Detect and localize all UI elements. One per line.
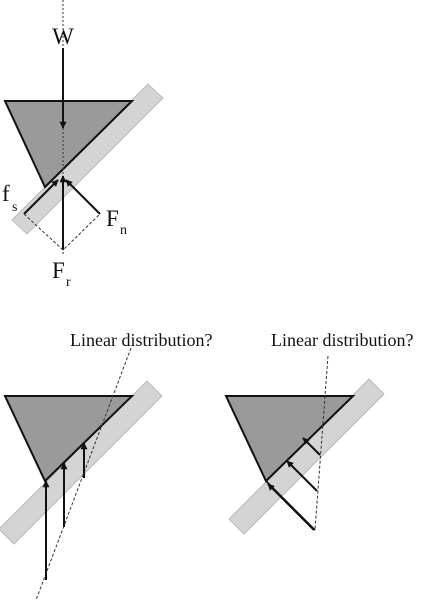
bottom-right-diagram: Linear distribution? bbox=[224, 330, 413, 535]
normal-force-arrow bbox=[65, 179, 101, 215]
friction-label-subscript: s bbox=[12, 200, 17, 215]
left-wedge bbox=[3, 395, 135, 483]
left-incline-surface bbox=[0, 380, 163, 545]
right-pressure-arrow-1 bbox=[267, 483, 315, 531]
right-pressure-arrow-2 bbox=[286, 460, 318, 492]
right-pressure-arrow-3 bbox=[302, 437, 321, 456]
normal-force-label-subscript: n bbox=[120, 223, 127, 238]
force-parallelogram-dashes bbox=[23, 213, 101, 251]
resultant-force-label-subscript: r bbox=[66, 275, 71, 290]
top-wedge bbox=[3, 100, 135, 189]
left-caption: Linear distribution? bbox=[70, 330, 212, 350]
friction-label: f bbox=[2, 181, 10, 206]
top-force-diagram: W f s F n F r bbox=[2, 0, 164, 290]
resultant-force-label: F bbox=[52, 258, 65, 283]
bottom-left-diagram: Linear distribution? bbox=[0, 330, 212, 600]
weight-label: W bbox=[52, 24, 74, 49]
right-distribution-line bbox=[314, 355, 329, 531]
friction-force-arrow bbox=[23, 179, 59, 215]
normal-force-label: F bbox=[106, 206, 119, 231]
right-caption: Linear distribution? bbox=[271, 330, 413, 350]
